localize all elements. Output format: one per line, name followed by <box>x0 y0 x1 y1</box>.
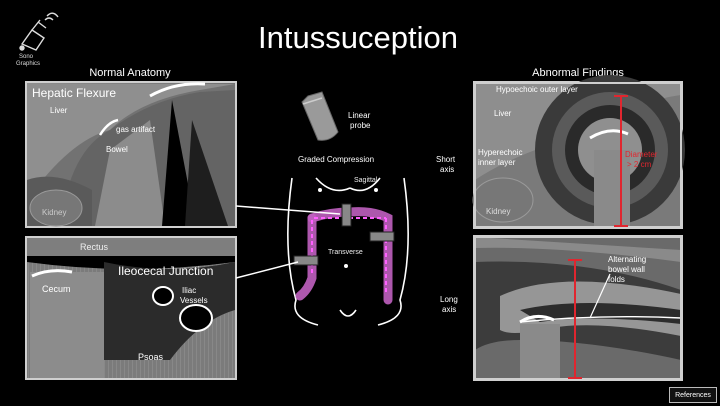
panel-short-axis <box>472 75 685 229</box>
hepatic-heading: Hepatic Flexure <box>32 86 116 100</box>
hyperechoic-label-line1: Hyperechoic <box>478 148 522 157</box>
ileocecal-iliac-label: Iliac <box>182 286 196 295</box>
probe-label-line2: probe <box>350 121 371 130</box>
section-normal-anatomy: Normal Anatomy <box>89 67 171 79</box>
short-axis-label-line1: Short <box>436 155 456 164</box>
hypoechoic-label: Hypoechoic outer layer <box>496 85 578 94</box>
short-axis-label-line2: axis <box>440 165 454 174</box>
panel-hepatic-flexure <box>25 81 237 228</box>
sagittal-probe <box>341 203 352 227</box>
ileocecal-heading: Ileocecal Junction <box>118 264 213 278</box>
slide-title: Intussuception <box>258 20 458 55</box>
ultrasound-probe-icon <box>19 12 59 51</box>
folds-pointer <box>589 273 611 319</box>
hepatic-gas-label: gas artifact <box>116 125 156 134</box>
transverse-probe-right <box>369 231 395 242</box>
connector-lines <box>235 205 341 279</box>
hepatic-liver-label: Liver <box>50 106 68 115</box>
panel-ileocecal-junction <box>25 236 237 380</box>
probe-label-line1: Linear <box>348 111 371 120</box>
ileocecal-cecum-label: Cecum <box>42 284 71 294</box>
short-axis-liver-label: Liver <box>494 109 512 118</box>
hepatic-kidney-label: Kidney <box>42 208 66 217</box>
ileocecal-rectus-label: Rectus <box>80 242 109 252</box>
graded-compression-label: Graded Compression <box>298 155 374 164</box>
transverse-probe-left <box>293 255 319 266</box>
alternating-label-line2: bowel wall <box>608 265 645 274</box>
hyperechoic-label-line2: inner layer <box>478 158 516 167</box>
long-axis-label-line1: Long <box>440 295 458 304</box>
alternating-label-line1: Alternating <box>608 255 646 264</box>
short-axis-kidney-label: Kidney <box>486 207 510 216</box>
hepatic-bowel-label: Bowel <box>106 145 128 154</box>
logo-text-line1: Sono <box>19 54 34 60</box>
long-axis-label-line2: axis <box>442 305 456 314</box>
ileocecal-vessels-label: Vessels <box>180 296 208 305</box>
diameter-label-line2: > 2 cm <box>627 160 652 169</box>
alternating-label-line3: folds <box>608 275 625 284</box>
sagittal-label: Sagittal <box>354 177 378 184</box>
transverse-label: Transverse <box>328 249 363 256</box>
linear-probe-icon <box>301 91 339 141</box>
panel-long-axis <box>473 235 683 381</box>
abdomen-outline <box>287 177 409 326</box>
references-button[interactable]: References <box>669 387 717 403</box>
ileocecal-psoas-label: Psoas <box>138 352 164 362</box>
diameter-label-line1: Diameter <box>625 150 658 159</box>
logo-text-line2: Graphics <box>16 61 40 67</box>
